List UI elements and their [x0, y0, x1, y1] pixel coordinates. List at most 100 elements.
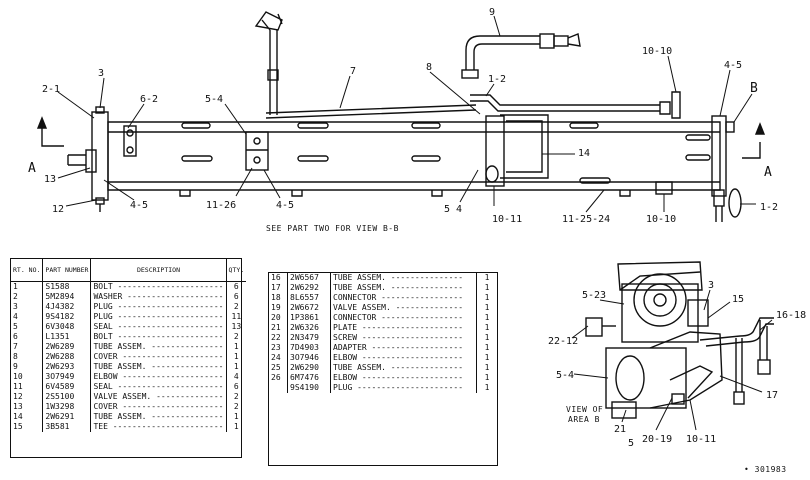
header-part-number: PART NUMBER — [42, 259, 92, 282]
tube-7 — [265, 104, 477, 119]
item-number: 11 — [11, 382, 44, 392]
item-number: 4 — [11, 312, 44, 322]
header-description: DESCRIPTION — [90, 259, 227, 282]
part-number: 2W6291 — [42, 412, 92, 422]
callout-3: 3 — [98, 68, 104, 79]
quantity: 1 — [233, 412, 239, 421]
header-rt-no: RT. NO. — [11, 259, 44, 282]
leader-lines — [57, 15, 773, 431]
quantity: 1 — [233, 422, 239, 431]
item-number: 26 — [269, 373, 288, 383]
quantity: 13 — [231, 322, 242, 331]
callout-12: 12 — [52, 204, 64, 215]
callout-16-18: 16-18 — [776, 310, 806, 321]
callout-10-10: 10-10 — [642, 46, 672, 57]
quantity: 1 — [233, 352, 239, 361]
cover-8 — [485, 115, 505, 187]
part-number: 2W6288 — [42, 352, 92, 362]
callout-9: 9 — [489, 7, 495, 18]
description: TUBE ASSEM. --------------- — [330, 363, 477, 373]
description: COVER --------------------- — [90, 402, 227, 412]
item-number: 8 — [11, 352, 44, 362]
part-number: 2W6289 — [42, 342, 92, 352]
callout-22-12: 22-12 — [548, 336, 578, 347]
description: COVER --------------------- — [90, 352, 227, 362]
bar-slots — [181, 122, 711, 184]
item-number: 16 — [269, 273, 288, 283]
right-end-block — [655, 115, 742, 222]
item-number: 6 — [11, 332, 44, 342]
section-arrow-right — [742, 142, 761, 159]
part-number: S1588 — [42, 281, 92, 292]
item-number: 21 — [269, 323, 288, 333]
item-number: 23 — [269, 343, 288, 353]
callout-15: 15 — [732, 294, 744, 305]
see-part-two-note: SEE PART TWO FOR VIEW B-B — [266, 224, 399, 233]
quantity: 1 — [484, 333, 490, 342]
part-number: 2W6326 — [287, 323, 331, 333]
figure-number: • 301983 — [744, 465, 787, 474]
tube-9 — [465, 35, 540, 70]
quantity: 6 — [233, 292, 239, 301]
section-label-a-right: A — [764, 165, 772, 180]
description: BOLT ---------------------- — [90, 281, 227, 292]
quantity: 6 — [233, 382, 239, 391]
callout-7: 7 — [350, 66, 356, 77]
quantity: 2 — [233, 302, 239, 311]
description: ELBOW --------------------- — [330, 373, 477, 383]
item-number: 22 — [269, 333, 288, 343]
callout-1-2: 1-2 — [488, 74, 506, 85]
item-number: 20 — [269, 313, 288, 323]
quantity: 6 — [233, 282, 239, 291]
tube-top-fitting — [254, 11, 283, 31]
description: BOLT ---------------------- — [90, 332, 227, 342]
quantity: 11 — [231, 312, 242, 321]
view-caption-line-1: VIEW OF — [566, 405, 603, 414]
callout-5: 5 — [628, 438, 634, 449]
quantity: 1 — [484, 323, 490, 332]
view-b-detail — [585, 261, 774, 419]
part-number: 6V4589 — [42, 382, 92, 392]
callout-4-5-top: 4-5 — [724, 60, 742, 71]
clamp-left — [245, 131, 269, 171]
callout-4-5-mid: 4-5 — [276, 200, 294, 211]
description: CONNECTOR ----------------- — [330, 313, 477, 323]
quantity: 1 — [484, 273, 490, 282]
quantity: 1 — [484, 303, 490, 312]
callout-3-view: 3 — [708, 280, 714, 291]
item-number: 13 — [11, 402, 44, 412]
description: SEAL ---------------------- — [90, 382, 227, 392]
item-number: 25 — [269, 363, 288, 373]
description: ADAPTER ------------------- — [330, 343, 477, 353]
item-number: 10 — [11, 372, 44, 382]
description: VALVE ASSEM. -------------- — [330, 303, 477, 313]
quantity: 1 — [233, 362, 239, 371]
item-number: 12 — [11, 392, 44, 402]
callout-11-25-24: 11-25-24 — [562, 214, 610, 225]
item-number: 3 — [11, 302, 44, 312]
callout-17: 17 — [766, 390, 778, 401]
description: ELBOW --------------------- — [330, 353, 477, 363]
description: TUBE ASSEM. --------------- — [330, 273, 477, 283]
quantity: 2 — [233, 392, 239, 401]
item-number: 17 — [269, 283, 288, 293]
quantity: 1 — [484, 293, 490, 302]
